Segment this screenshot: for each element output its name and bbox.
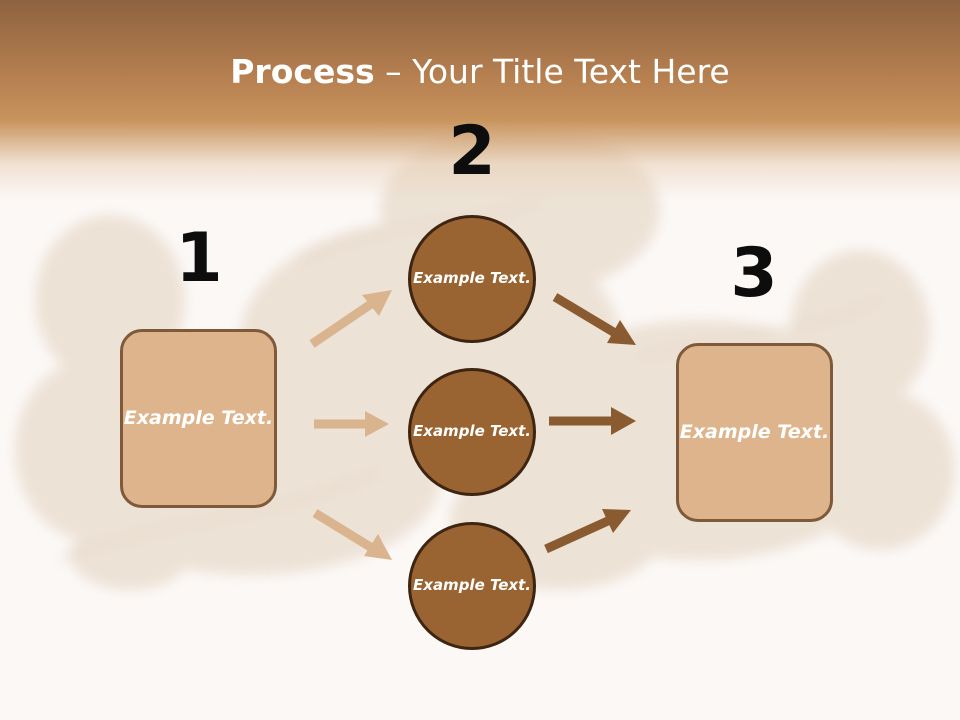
step-1-text: Example Text. xyxy=(123,406,274,429)
step-3-text: Example Text. xyxy=(679,420,830,443)
step-2-circle-bottom: Example Text. xyxy=(408,522,536,650)
step-2-circle-top: Example Text. xyxy=(408,215,536,343)
header-band xyxy=(0,0,960,200)
step-3-box: Example Text. xyxy=(676,343,833,522)
arrow-1-to-bottom xyxy=(312,509,392,560)
step-2-number: 2 xyxy=(448,112,496,191)
step-1-number: 1 xyxy=(175,219,223,298)
step-2-circle-top-text: Example Text. xyxy=(413,269,531,288)
arrow-top-to-3 xyxy=(552,293,636,345)
arrow-1-to-top xyxy=(309,290,392,348)
arrow-middle-to-3 xyxy=(549,407,636,435)
step-3-number: 3 xyxy=(730,234,778,313)
step-2-circle-middle-text: Example Text. xyxy=(413,422,531,441)
slide-title: Process – Your Title Text Here xyxy=(0,52,960,91)
arrow-bottom-to-3 xyxy=(544,509,631,554)
step-2-circle-middle: Example Text. xyxy=(408,368,536,496)
step-2-circle-bottom-text: Example Text. xyxy=(413,576,531,595)
arrow-1-to-middle xyxy=(314,411,389,437)
title-rest-part: – Your Title Text Here xyxy=(374,52,730,91)
step-1-box: Example Text. xyxy=(120,329,277,508)
title-bold-part: Process xyxy=(230,52,375,91)
